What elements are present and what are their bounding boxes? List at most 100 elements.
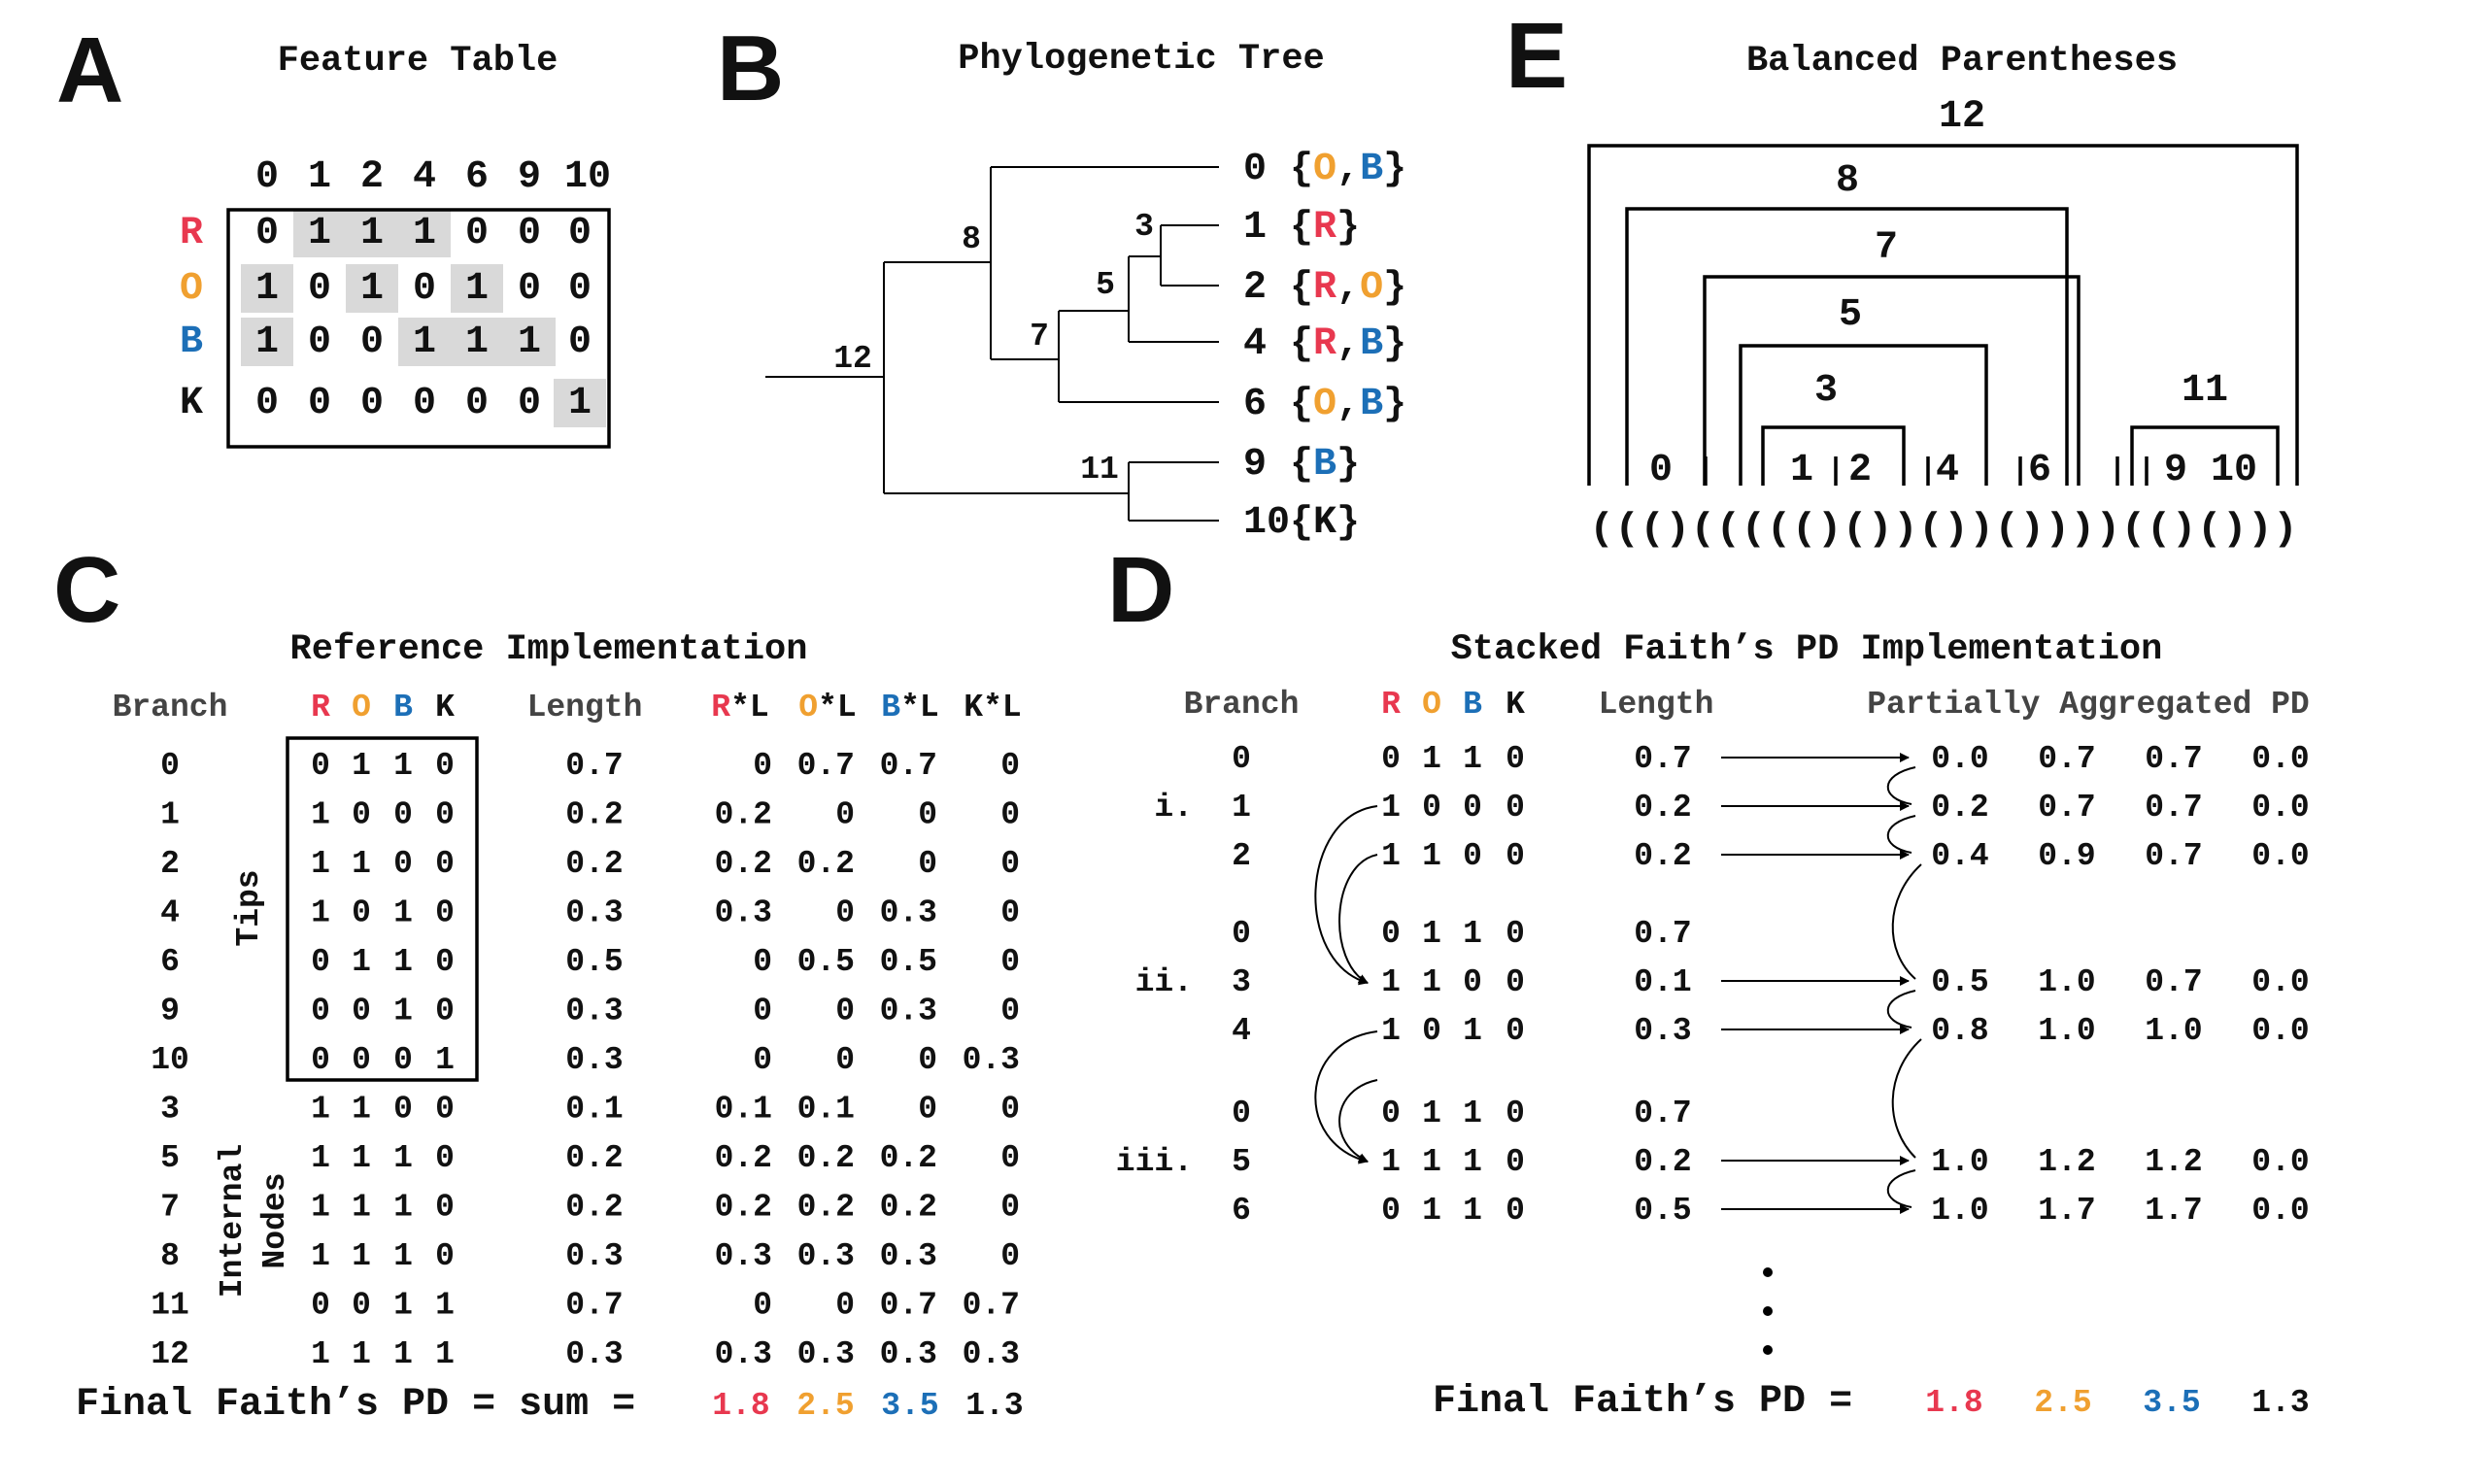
reference-product: 0.3: [880, 1336, 937, 1372]
stacked-length: 0.7: [1634, 916, 1691, 952]
feature-column-header: 0: [255, 155, 279, 199]
reference-bit: 0: [352, 994, 371, 1029]
stacked-bit: 1: [1422, 1144, 1441, 1180]
reference-product: 0.2: [797, 846, 855, 882]
feature-cell: 0: [568, 320, 592, 364]
feature-cell: 1: [568, 382, 592, 425]
tree-node-label-8: 8: [962, 221, 981, 257]
stacked-bit: 1: [1381, 838, 1401, 874]
reference-bit: 0: [311, 748, 330, 784]
stacked-bit: 0: [1422, 1013, 1441, 1049]
reference-bit: 1: [311, 1140, 330, 1176]
partial-pd-value: 0.0: [1931, 741, 1988, 777]
partial-pd-value: 0.0: [2251, 964, 2309, 1000]
col-header-b: B: [393, 690, 413, 725]
stacked-bit: 1: [1463, 1193, 1482, 1229]
shaded-cell: [503, 318, 556, 366]
reference-branch-id: 8: [160, 1238, 180, 1274]
stacked-branch-id: 0: [1232, 1096, 1251, 1131]
stacked-branch-id: 2: [1232, 838, 1251, 874]
stacked-length: 0.2: [1634, 1144, 1691, 1180]
reference-branch-id: 7: [160, 1190, 180, 1226]
final-pd-value-d: 2.5: [2034, 1385, 2091, 1421]
stacked-bit: 1: [1422, 1096, 1441, 1131]
reference-product: 0: [1000, 846, 1020, 882]
reference-bit: 1: [393, 748, 413, 784]
reference-product: 0.2: [797, 1140, 855, 1176]
partial-pd-value: 0.0: [2251, 838, 2309, 874]
shaded-cells: [241, 209, 606, 427]
col-header-branch-d: Branch: [1184, 687, 1300, 723]
panel-a-title: Feature Table: [278, 41, 558, 82]
reference-bit: 1: [435, 1336, 455, 1372]
reference-product: 0: [1000, 1140, 1020, 1176]
stacked-bit: 0: [1506, 838, 1525, 874]
final-pd-value-c: 1.3: [965, 1388, 1023, 1424]
shaded-cell: [451, 318, 503, 366]
stacked-bit: 1: [1463, 1013, 1482, 1049]
feature-cell: 1: [413, 320, 436, 364]
partial-pd-value: 0.4: [1931, 838, 1988, 874]
reference-bit: 1: [435, 1042, 455, 1078]
shaded-cell: [398, 209, 451, 257]
shaded-cell: [346, 209, 398, 257]
reference-product: 0.2: [880, 1190, 937, 1226]
final-pd-value-d: 3.5: [2143, 1385, 2200, 1421]
panel-c-title: Reference Implementation: [290, 629, 808, 670]
reference-product: 0: [1000, 1092, 1020, 1128]
feature-column-header: 6: [465, 155, 489, 199]
bracket-label-11: 11: [2182, 369, 2228, 413]
panel-letter-a: A: [56, 18, 123, 122]
stacked-bit: 1: [1463, 741, 1482, 777]
feature-cell: 1: [255, 267, 279, 311]
shaded-cell: [398, 318, 451, 366]
partial-pd-value: 1.2: [2038, 1144, 2095, 1180]
reference-bit: 0: [435, 846, 455, 882]
final-pd-value-c: 2.5: [796, 1388, 854, 1424]
reference-product: 0: [835, 994, 855, 1029]
col-header-r-d: R: [1381, 687, 1401, 723]
stacked-bit: 1: [1381, 964, 1401, 1000]
tree-tip-label: 1 {R}: [1243, 206, 1360, 250]
reference-product: 0.5: [797, 944, 855, 980]
step-label: ii.: [1135, 964, 1193, 1000]
bracket-lines: [1587, 144, 2299, 486]
partial-pd-value: 0.7: [2145, 838, 2202, 874]
final-pd-values-c: 1.8 2.5 3.5 1.3: [712, 1388, 1023, 1424]
stacked-bit: 1: [1381, 1013, 1401, 1049]
flow-arrows: [1314, 766, 1922, 1208]
feature-cell: 0: [308, 382, 331, 425]
partial-pd-value: 1.0: [2038, 964, 2095, 1000]
reference-bit: 1: [393, 1336, 413, 1372]
final-pd-value-c: 1.8: [712, 1388, 769, 1424]
stacked-bit: 0: [1463, 790, 1482, 826]
reference-bit: 0: [435, 944, 455, 980]
final-pd-value-c: 3.5: [881, 1388, 938, 1424]
feature-table-border: [226, 208, 611, 449]
feature-cell: 0: [465, 382, 489, 425]
stacked-branch-id: 4: [1232, 1013, 1251, 1049]
reference-bit: 0: [435, 895, 455, 931]
reference-product: 0: [835, 895, 855, 931]
group-label-internal: Internal: [215, 1144, 251, 1298]
reference-product: 0: [1000, 944, 1020, 980]
continuation-dots: [1763, 1267, 1773, 1355]
feature-cell: 0: [413, 267, 436, 311]
panel-d-stacked-implementation: Stacked Faith’s PD Implementation Branch…: [1116, 629, 2310, 1424]
partial-pd-value: 1.2: [2145, 1144, 2202, 1180]
reference-bit: 1: [352, 1190, 371, 1226]
partial-pd-value: 1.0: [1931, 1144, 1988, 1180]
reference-product: 0: [1000, 797, 1020, 833]
partial-pd-value: 1.7: [2038, 1193, 2095, 1229]
stacked-branch-id: 0: [1232, 741, 1251, 777]
reference-bit: 1: [352, 748, 371, 784]
stacked-bit: 1: [1422, 838, 1441, 874]
reference-branch-id: 9: [160, 994, 180, 1029]
reference-product: 0: [918, 797, 937, 833]
reference-bit: 0: [393, 1042, 413, 1078]
col-header-k: K: [435, 690, 455, 725]
reference-branch-id: 11: [151, 1288, 189, 1324]
reference-bit: 1: [435, 1288, 455, 1324]
feature-row-label: O: [180, 267, 203, 311]
